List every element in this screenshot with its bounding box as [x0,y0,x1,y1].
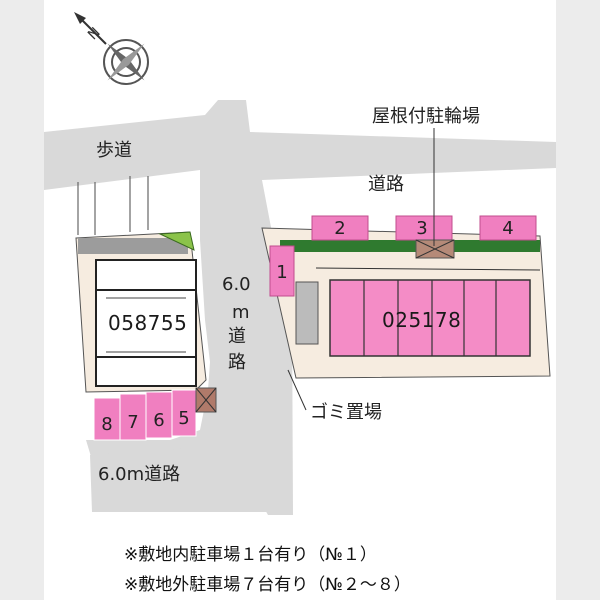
road-top-label: 道路 [368,174,404,195]
bike-parking-label: 屋根付駐輪場 [372,106,480,127]
compass-icon [74,12,149,85]
road-vertical-char-2: 路 [228,352,246,373]
note-onsite-parking: ※敷地内駐車場１台有り（№１） [124,545,377,565]
parking-number-1: 1 [276,262,288,283]
parking-space-2 [311,215,369,241]
parking-number-7: 7 [127,412,139,433]
parking-number-4: 4 [502,218,514,239]
road-bottom-curve [90,445,272,512]
sidewalk-label: 歩道 [96,140,132,161]
parking-number-3: 3 [416,218,428,239]
road-vertical-unit: m [232,302,250,323]
parking-number-5: 5 [178,408,190,429]
road-sidewalk [44,100,556,515]
left-building [95,259,197,387]
north-label: N [85,25,104,44]
parking-space-1 [269,245,295,297]
parking-number-8: 8 [101,414,113,435]
road-bottom-label: 6.0m道路 [98,464,181,485]
note-offsite-parking: ※敷地外駐車場７台有り（№２～８） [124,575,411,595]
parking-space-4 [479,215,537,241]
bottom-parking-group [93,389,197,441]
road-vertical-number: 6.0 [222,274,251,295]
right-building-number: 025178 [382,308,462,332]
garbage-label: ゴミ置場 [310,402,382,423]
road-vertical-char-1: 道 [228,326,246,347]
right-building [329,279,531,357]
parking-space-5 [171,389,197,437]
parking-number-2: 2 [334,218,346,239]
left-building-number: 058755 [108,311,188,335]
parking-number-6: 6 [153,410,165,431]
